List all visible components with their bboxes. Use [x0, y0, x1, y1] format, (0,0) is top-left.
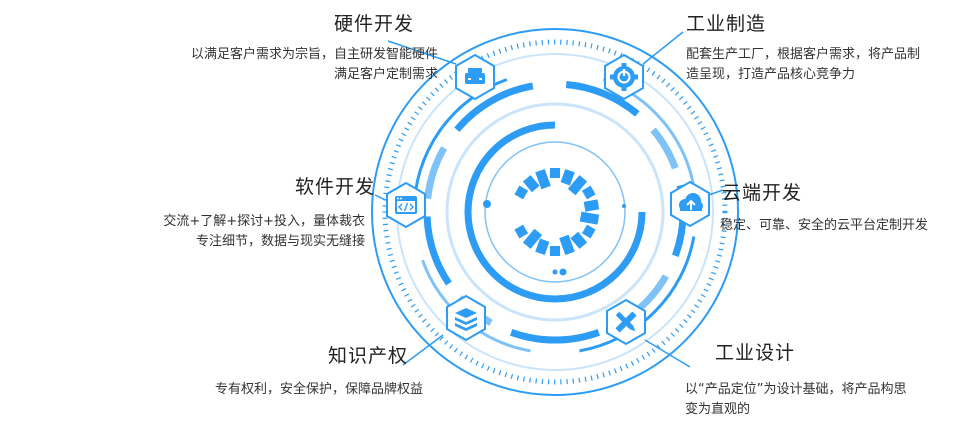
- center-bar: [550, 168, 560, 178]
- software-title: 软件开发: [295, 176, 376, 198]
- ip-badge: [446, 294, 486, 342]
- pale-ring: [445, 102, 665, 322]
- ip-desc: 专有权利，安全保护，保障品牌权益: [143, 380, 423, 400]
- manufacturing-desc-line-1: 配套生产工厂，根据客户需求，将产品制: [686, 47, 921, 62]
- center-bar: [550, 246, 560, 256]
- software-badge: [386, 181, 426, 229]
- center-bar: [559, 234, 575, 256]
- gear-power-icon: [610, 63, 638, 91]
- manufacturing-title: 工业制造: [686, 13, 767, 35]
- cloud-upload-icon: [679, 193, 703, 211]
- design-desc-line-1: 以“产品定位”为设计基础，将产品构思: [685, 382, 907, 397]
- ip-desc-line-1: 专有权利，安全保护，保障品牌权益: [214, 382, 423, 397]
- manufacturing-desc: 配套生产工厂，根据客户需求，将产品制 造呈现，打造产品核心竞争力: [686, 45, 971, 85]
- connector-ip: [402, 334, 444, 366]
- software-desc-line-1: 交流+了解+探讨+投入，量体裁衣: [163, 214, 365, 229]
- stack-layers-icon: [455, 308, 477, 331]
- center-bar: [535, 168, 551, 190]
- manufacturing-desc-line-2: 造呈现，打造产品核心竞争力: [686, 67, 856, 82]
- center-radial-bars: [514, 168, 600, 256]
- center-bar: [581, 224, 596, 239]
- hardware-desc-line-2: 满足客户定制需求: [333, 67, 438, 82]
- server-icon: [465, 68, 485, 84]
- cloud-desc: 稳定、可靠、安全的云平台定制开发: [720, 216, 970, 236]
- cloud-badge: [670, 180, 710, 228]
- design-title: 工业设计: [715, 342, 796, 364]
- center-bar: [560, 168, 575, 186]
- cloud-title: 云端开发: [722, 182, 803, 204]
- center-bar: [581, 185, 596, 200]
- center-bar: [514, 224, 529, 239]
- design-desc: 以“产品定位”为设计基础，将产品构思 变为直观的: [685, 380, 970, 420]
- ring-dot-bottom: [559, 268, 567, 276]
- ring-dot-left: [483, 200, 491, 208]
- ring-segment: [579, 236, 696, 353]
- inner-thin-ring: [484, 141, 626, 283]
- ring-segment: [510, 329, 600, 344]
- hardware-badge: [455, 53, 495, 101]
- software-desc: 交流+了解+探讨+投入，量体裁衣 专注细节，数据与现实无缝接: [105, 212, 365, 252]
- center-bar: [583, 199, 600, 212]
- hardware-title: 硬件开发: [334, 13, 415, 35]
- segmented-ring: [412, 78, 696, 353]
- ip-title: 知识产权: [328, 345, 409, 367]
- cloud-desc-line-1: 稳定、可靠、安全的云平台定制开发: [720, 218, 929, 233]
- center-bar: [522, 228, 543, 249]
- ring-segment: [650, 127, 679, 170]
- connector-design: [644, 339, 691, 368]
- ring-segment: [424, 146, 448, 200]
- center-bar: [570, 231, 588, 249]
- center-bar: [514, 185, 529, 200]
- ring-dot-bottom-small: [552, 269, 558, 275]
- center-bar: [522, 175, 540, 193]
- center-bar: [567, 175, 588, 196]
- ring-dot-right: [622, 204, 626, 208]
- center-bar: [535, 238, 550, 256]
- ring-segment: [454, 82, 534, 132]
- outer-pale-ring: [396, 53, 714, 371]
- software-desc-line-2: 专注细节，数据与现实无缝接: [195, 234, 365, 249]
- outer-tick-ring: [382, 39, 728, 385]
- manufacturing-badge: [604, 53, 644, 101]
- code-window-icon: [395, 196, 417, 214]
- connector-manufacturing: [642, 31, 684, 65]
- outer-ring: [371, 28, 739, 396]
- design-badge: [606, 298, 646, 346]
- thick-arc: [464, 121, 646, 303]
- center-bar: [579, 211, 600, 225]
- connector-hardware: [387, 40, 457, 65]
- ring-segment: [565, 81, 640, 117]
- hardware-desc-line-1: 以满足客户需求为宗旨，自主研发智能硬件: [190, 47, 438, 62]
- hardware-desc: 以满足客户需求为宗旨，自主研发智能硬件 满足客户定制需求: [138, 45, 438, 85]
- design-desc-line-2: 变为直观的: [685, 402, 751, 417]
- ring-segment: [423, 216, 452, 286]
